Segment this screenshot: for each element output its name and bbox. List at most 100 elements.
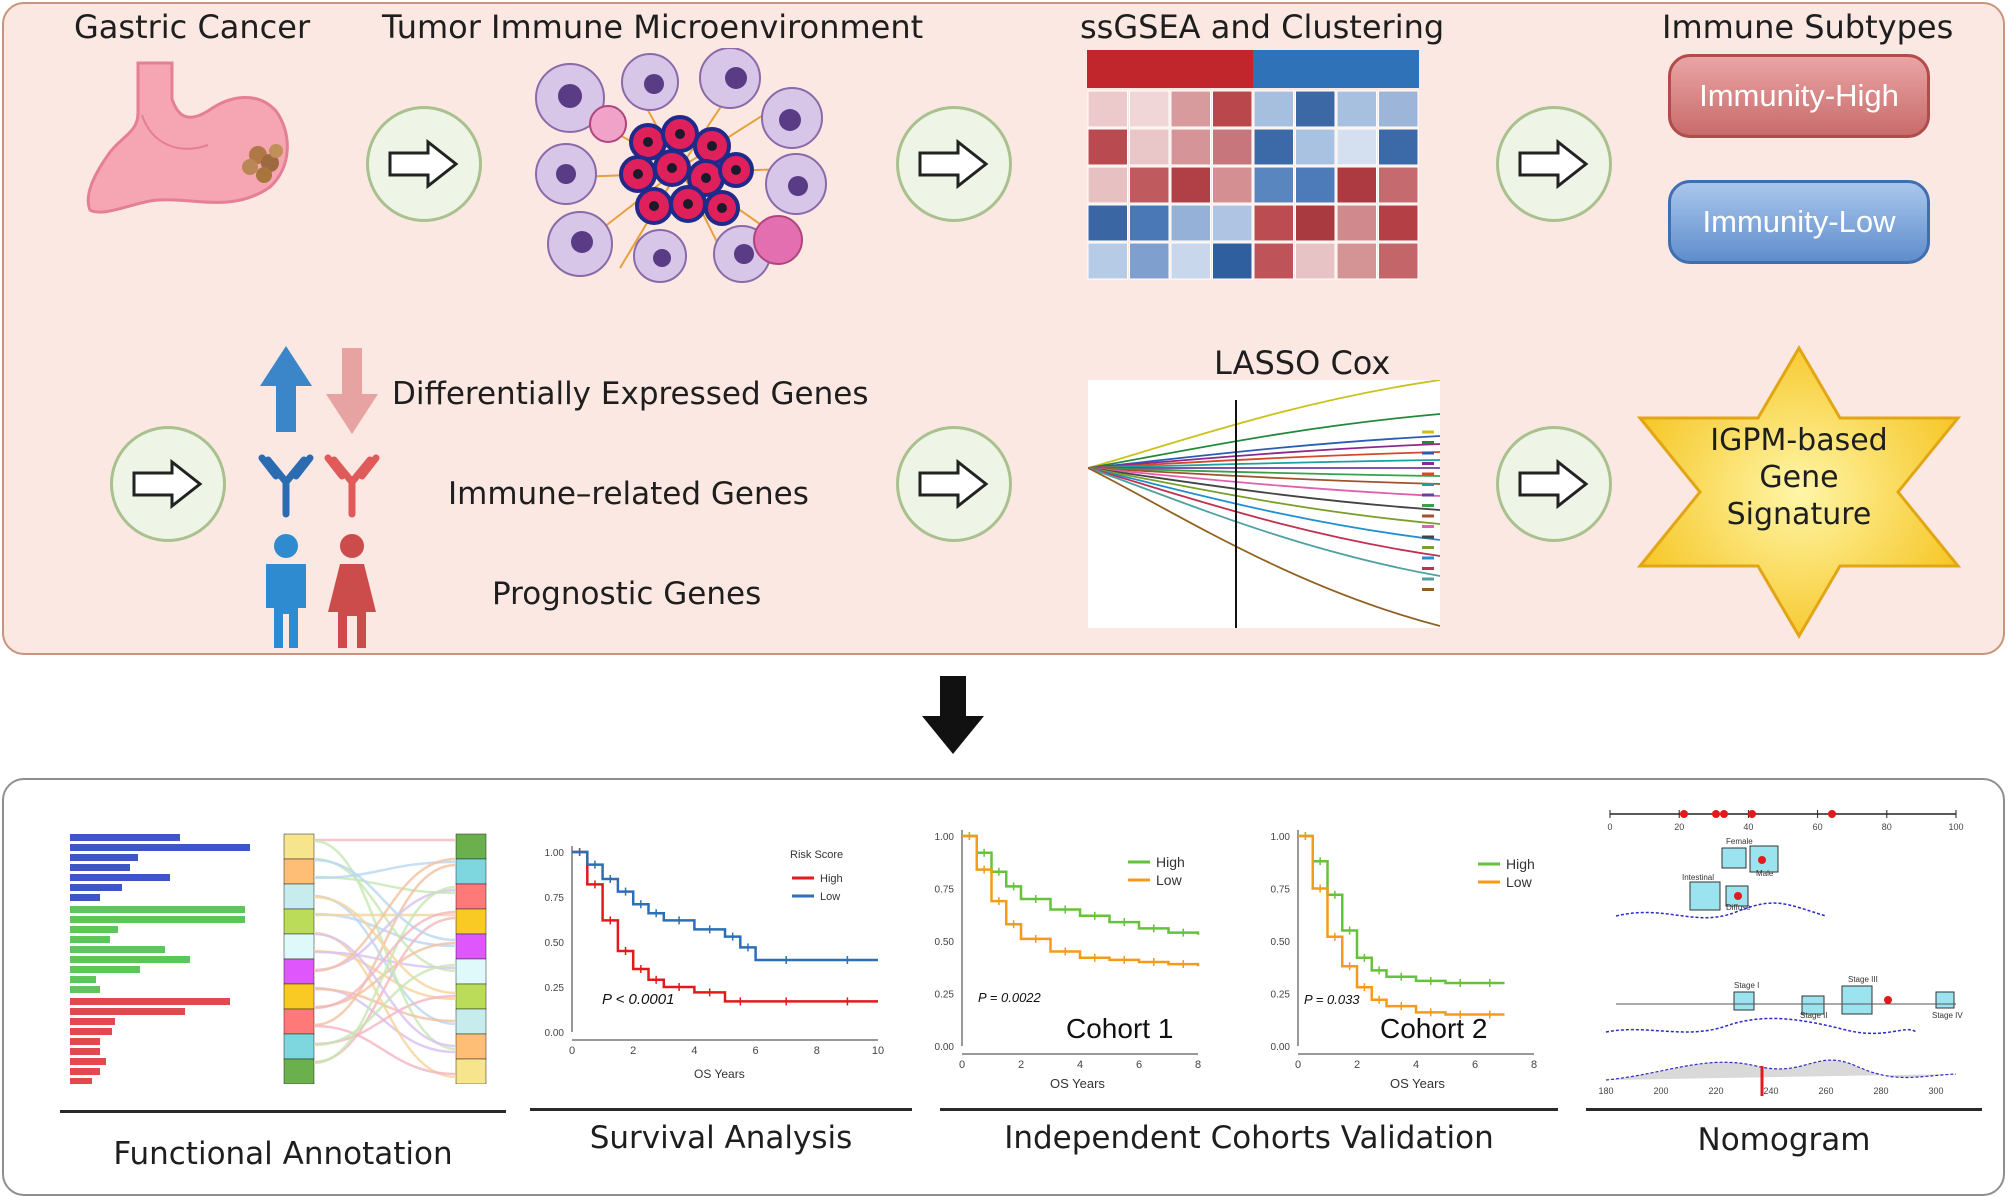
km-y-tick-label: 0.50: [935, 937, 955, 948]
heatmap-cell: [1378, 242, 1419, 280]
right-arrow-icon: [1518, 139, 1589, 189]
nomogram-row-label: Intestinal: [1682, 873, 1714, 882]
annotation-bar: [70, 956, 190, 963]
alluvial-flow: [313, 885, 457, 1065]
km-curve-high: [1298, 834, 1505, 985]
km-y-tick-label: 0.00: [935, 1042, 955, 1053]
alluvial-stratum: [283, 908, 315, 935]
annotation-bar: [70, 1008, 185, 1015]
heatmap-cell: [1378, 166, 1419, 204]
alluvial-stratum: [283, 958, 315, 985]
km-x-tick-label: 4: [1413, 1059, 1419, 1071]
nomogram-tick-label: 300: [1928, 1086, 1943, 1096]
alluvial-flow: [313, 858, 457, 942]
nomogram-density: [1615, 902, 1827, 919]
divider-cohorts: [940, 1108, 1558, 1111]
cohort2-legend-low: Low: [1506, 874, 1533, 890]
km-y-tick-label: 0.00: [1271, 1042, 1291, 1053]
nomogram-row-label: Diffuse: [1726, 903, 1751, 912]
heatmap-cell: [1295, 166, 1336, 204]
alluvial-stratum: [283, 833, 315, 860]
heatmap-cell: [1087, 90, 1128, 128]
km-y-tick-label: 1.00: [935, 832, 955, 843]
nomogram-tick-label: 200: [1653, 1086, 1668, 1096]
cohort1-title: Cohort 1: [1066, 1013, 1173, 1044]
heatmap-cell: [1170, 204, 1211, 242]
annotation-bar: [70, 834, 180, 841]
heatmap-cell: [1336, 90, 1377, 128]
alluvial-stratum: [455, 908, 487, 935]
up-arrow-icon: [260, 346, 312, 432]
alluvial-stratum: [283, 1033, 315, 1060]
cohort1-p-value: P = 0.0022: [978, 990, 1042, 1005]
km-y-tick-label: 0.75: [1271, 885, 1291, 896]
cohort1-legend-low: Low: [1156, 872, 1183, 888]
heatmap-cell: [1212, 166, 1253, 204]
gene-signature-text: IGPM-based Gene Signature: [1636, 422, 1962, 533]
alluvial-stratum: [283, 933, 315, 960]
km-y-tick-label: 1.00: [1271, 832, 1291, 843]
heatmap-cell: [1129, 128, 1170, 166]
heatmap-cell: [1253, 166, 1294, 204]
km-x-tick-label: 0: [569, 1045, 575, 1057]
heatmap-cell: [1378, 90, 1419, 128]
heatmap-cell: [1212, 242, 1253, 280]
heatmap-cell: [1170, 128, 1211, 166]
immune-genes-label: Immune–related Genes: [448, 476, 809, 512]
heatmap-cell: [1087, 204, 1128, 242]
annotation-bar: [70, 1038, 100, 1045]
km-x-tick-label: 6: [1136, 1059, 1142, 1071]
km-y-tick-label: 0.25: [545, 983, 565, 994]
nomogram-tick-label: 260: [1818, 1086, 1833, 1096]
nomogram-red-dot: [1720, 810, 1728, 818]
alluvial-stratum: [455, 1058, 487, 1084]
heatmap-cell: [1336, 242, 1377, 280]
immunity-low-badge: Immunity-Low: [1668, 180, 1930, 264]
survival-legend-high: High: [820, 873, 843, 885]
heatmap-cell: [1129, 204, 1170, 242]
annotation-bar: [70, 844, 250, 851]
km-curve-low: [1298, 834, 1505, 1016]
km-x-tick-label: 0: [1295, 1059, 1301, 1071]
heatmap-cluster-bar-low: [1253, 50, 1419, 88]
antibody-red-icon: [324, 454, 380, 518]
cohort1-xlabel: OS Years: [1050, 1076, 1105, 1091]
signature-line-3: Signature: [1726, 497, 1872, 532]
km-curve-high: [572, 850, 878, 1003]
nomogram-tick-label: 80: [1882, 822, 1892, 832]
annotation-bar: [70, 874, 170, 881]
nomogram-box: [1841, 985, 1873, 1015]
heatmap-cell: [1170, 90, 1211, 128]
km-x-tick-label: 6: [753, 1045, 759, 1057]
nomogram-box: [1801, 995, 1825, 1015]
nomogram-box: [1689, 881, 1721, 911]
tme-title: Tumor Immune Microenvironment: [382, 8, 924, 46]
deg-label: Differentially Expressed Genes: [392, 376, 869, 412]
heatmap-cell: [1170, 166, 1211, 204]
nomogram-label: Nomogram: [1697, 1122, 1871, 1158]
right-arrow-icon: [918, 139, 989, 189]
right-arrow-icon: [132, 459, 203, 509]
annotation-bar: [70, 966, 140, 973]
km-y-tick-label: 0.25: [1271, 990, 1291, 1001]
alluvial-flow: [313, 857, 457, 973]
nomogram-red-dot: [1748, 810, 1756, 818]
heatmap-cell: [1295, 204, 1336, 242]
alluvial-stratum: [455, 983, 487, 1010]
heatmap-cell: [1129, 90, 1170, 128]
annotation-bar: [70, 986, 100, 993]
prognostic-genes-label: Prognostic Genes: [492, 576, 762, 612]
arrow-circle-1: [366, 106, 482, 222]
immunity-high-badge: Immunity-High: [1668, 54, 1930, 138]
km-y-tick-label: 0.25: [935, 990, 955, 1001]
lasso-coef-path: [1088, 467, 1440, 541]
heatmap-cell: [1129, 242, 1170, 280]
nomogram-tick-label: 240: [1763, 1086, 1778, 1096]
nomogram-red-dot: [1712, 810, 1720, 818]
km-curve-low: [572, 850, 878, 962]
heatmap-cell: [1295, 242, 1336, 280]
nomogram-tick-label: 220: [1708, 1086, 1723, 1096]
annotation-bar: [70, 1048, 100, 1055]
